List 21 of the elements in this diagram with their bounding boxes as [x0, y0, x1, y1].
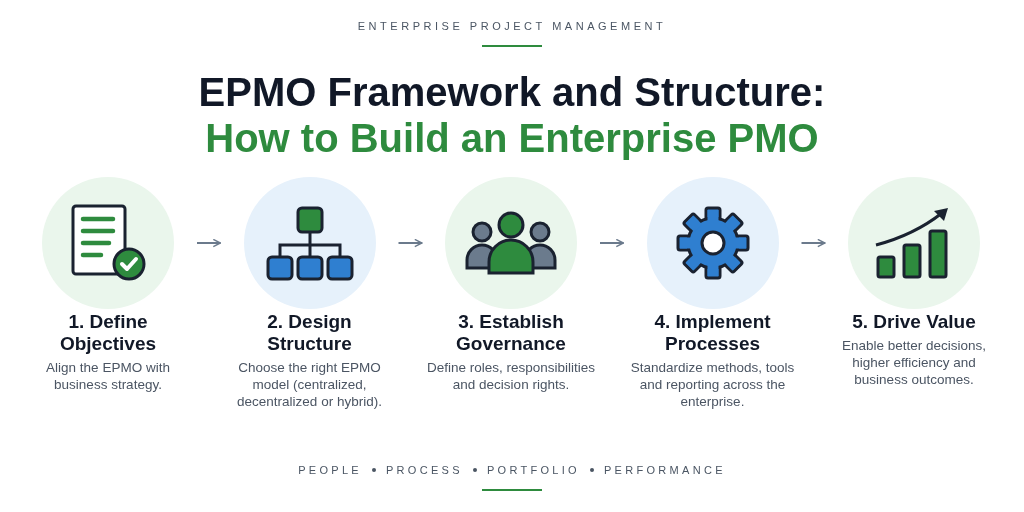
title: EPMO Framework and Structure:: [198, 68, 826, 115]
arrow: [599, 238, 625, 248]
step-description: Choose the right EPMO model (centralized, decentralized or hybrid).: [236, 359, 383, 410]
step-description: Align the EPMO with business strategy.: [45, 359, 171, 393]
arrow: [397, 238, 423, 248]
pillar-word: PORTFOLIO: [486, 463, 580, 478]
pillar-word: PEOPLE: [298, 463, 362, 478]
step-heading: 5. Drive Value: [851, 311, 977, 333]
step-heading: 1. Define Objectives: [58, 311, 158, 355]
step-heading: 2. Design Structure: [266, 311, 353, 355]
subtitle: How to Build an Enterprise PMO: [205, 114, 819, 161]
step-heading: 4. Implement Processes: [653, 311, 772, 355]
arrow: [196, 238, 222, 248]
arrow: [800, 238, 826, 248]
pillar-word: PERFORMANCE: [603, 463, 726, 478]
step-description: Define roles, responsibilities and decision rights.: [425, 359, 597, 393]
kicker-text: ENTERPRISE PROJECT MANAGEMENT: [357, 19, 667, 34]
pillar-word: PROCESS: [386, 463, 463, 478]
step-description: Standardize methods, tools and reporting across the enterprise.: [629, 359, 796, 410]
step-description: Enable better decisions, higher efficiency and business outcomes.: [840, 337, 988, 388]
step-heading: 3. Establish Governance: [455, 311, 567, 355]
